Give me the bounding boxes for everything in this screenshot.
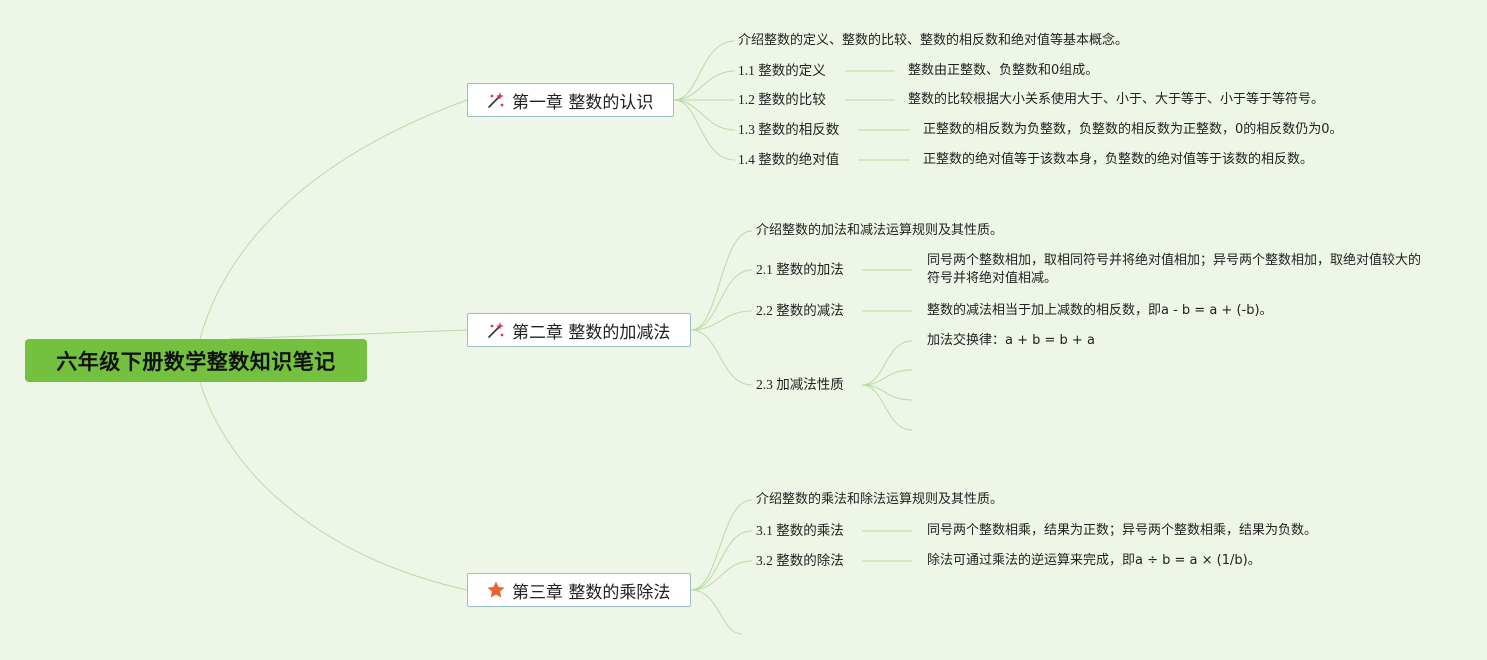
link-ch2-intro: [690, 230, 753, 331]
chapter-2-intro[interactable]: 介绍整数的加法和减法运算规则及其性质。: [756, 223, 1004, 238]
chapter-1-intro[interactable]: 介绍整数的定义、整数的比较、整数的相反数和绝对值等基本概念。: [738, 33, 1129, 48]
section-2-2-detail[interactable]: 整数的减法相当于加上减数的相反数，即a - b = a + (-b)。: [927, 303, 1273, 318]
chapter-2-title: 第二章 整数的加减法: [512, 322, 671, 343]
section-1-1-label[interactable]: 1.1 整数的定义: [738, 63, 826, 78]
section-3-2-label[interactable]: 3.2 整数的除法: [756, 553, 844, 568]
link-ch1-s1: [673, 70, 736, 101]
section-2-2-label[interactable]: 2.2 整数的减法: [756, 303, 844, 318]
link-ch3-empty: [690, 589, 743, 635]
sparkle-icon: [486, 320, 506, 340]
link-ch3-s1: [690, 530, 753, 591]
link-ch1-s3: [673, 99, 736, 131]
link-ch2-s1: [690, 269, 753, 331]
section-2-1-label[interactable]: 2.1 整数的加法: [756, 262, 844, 277]
section-1-4-label[interactable]: 1.4 整数的绝对值: [738, 152, 840, 167]
link-root-ch2: [229, 329, 468, 340]
chapter-3-node[interactable]: 第三章 整数的乘除法: [467, 573, 691, 607]
chapter-3-intro[interactable]: 介绍整数的乘法和除法运算规则及其性质。: [756, 492, 1004, 507]
star-icon: [486, 580, 506, 600]
link-s23-d3: [861, 384, 913, 401]
link-ch3-intro: [690, 499, 753, 591]
link-root-ch1: [199, 99, 468, 340]
chapter-3-title: 第三章 整数的乘除法: [512, 582, 671, 603]
section-2-1-detail[interactable]: 同号两个整数相加，取相同符号并将绝对值相加；异号两个整数相加，取绝对值较大的符号…: [927, 253, 1422, 286]
chapter-1-node[interactable]: 第一章 整数的认识: [467, 83, 674, 117]
section-1-3-detail[interactable]: 正整数的相反数为负整数，负整数的相反数为正整数，0的相反数仍为0。: [923, 122, 1343, 137]
section-3-1-detail[interactable]: 同号两个整数相乘，结果为正数；异号两个整数相乘，结果为负数。: [927, 523, 1318, 538]
link-ch2-s3: [690, 329, 753, 386]
root-title: 六年级下册数学整数知识笔记: [56, 349, 336, 374]
sparkle-icon: [486, 90, 506, 110]
link-ch1-intro: [673, 40, 736, 101]
root-topic[interactable]: 六年级下册数学整数知识笔记: [25, 339, 367, 382]
section-3-2-detail[interactable]: 除法可通过乘法的逆运算来完成，即a ÷ b = a × (1/b)。: [927, 553, 1261, 568]
link-root-ch3: [199, 381, 468, 591]
link-s23-d2: [861, 369, 913, 386]
section-1-2-label[interactable]: 1.2 整数的比较: [738, 92, 826, 107]
link-s23-d4: [861, 384, 913, 431]
chapter-1-title: 第一章 整数的认识: [512, 92, 654, 113]
link-ch1-s4: [673, 99, 736, 161]
section-2-3-label[interactable]: 2.3 加减法性质: [756, 377, 844, 392]
section-3-1-label[interactable]: 3.1 整数的乘法: [756, 523, 844, 538]
section-2-3-detail[interactable]: 加法交换律：a + b = b + a: [927, 333, 1095, 348]
section-1-3-label[interactable]: 1.3 整数的相反数: [738, 122, 840, 137]
link-s23-d1: [861, 340, 913, 386]
section-1-1-detail[interactable]: 整数由正整数、负整数和0组成。: [908, 63, 1099, 78]
section-1-2-detail[interactable]: 整数的比较根据大小关系使用大于、小于、大于等于、小于等于等符号。: [908, 92, 1325, 107]
chapter-2-node[interactable]: 第二章 整数的加减法: [467, 313, 691, 347]
section-1-4-detail[interactable]: 正整数的绝对值等于该数本身，负整数的绝对值等于该数的相反数。: [923, 152, 1314, 167]
link-ch2-s2: [690, 310, 753, 331]
link-ch3-s2: [690, 560, 753, 591]
